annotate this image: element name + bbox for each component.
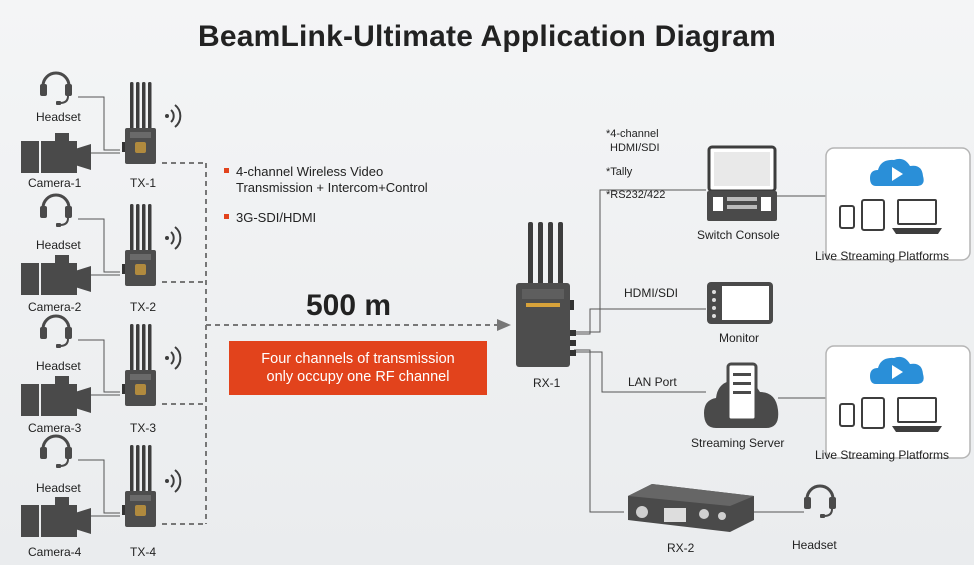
headset-label: Headset bbox=[792, 538, 837, 552]
monitor-label: Monitor bbox=[719, 331, 760, 345]
switch-feature: *4-channel bbox=[606, 128, 659, 140]
camera-icon bbox=[21, 255, 91, 295]
feature-bullet-wireless: 4-channel Wireless Video Transmission + … bbox=[224, 164, 428, 196]
distance-label: 500 m bbox=[306, 289, 392, 322]
rf-channel-callout: Four channels of transmission only occup… bbox=[229, 341, 487, 395]
switch-console-label: Switch Console bbox=[697, 228, 780, 242]
platforms-box-icon bbox=[825, 345, 971, 459]
connection-lines bbox=[78, 96, 826, 517]
headset-icon bbox=[38, 71, 74, 107]
feature-text: 3G-SDI/HDMI bbox=[236, 210, 317, 225]
camera-icon bbox=[21, 133, 91, 173]
wireless-dashed-lines bbox=[162, 162, 500, 525]
headset-label: Headset bbox=[36, 238, 81, 252]
platforms-label: Live Streaming Platforms bbox=[815, 249, 950, 263]
tx-transmitter-icon bbox=[122, 445, 156, 527]
rx1-receiver-icon bbox=[516, 222, 576, 367]
tx-label: TX-2 bbox=[130, 300, 157, 314]
callout-text: Four channels of transmission bbox=[261, 351, 455, 367]
wireless-signal-icon bbox=[164, 346, 182, 370]
diagram-title: BeamLink-Ultimate Application Diagram bbox=[197, 20, 777, 53]
switch-feature: *RS232/422 bbox=[606, 189, 666, 201]
wireless-signal-icon bbox=[164, 226, 182, 250]
streaming-server-icon bbox=[704, 362, 779, 428]
feature-text: Transmission + Intercom+Control bbox=[236, 180, 428, 195]
camera-icon bbox=[21, 497, 91, 537]
monitor-link-label: HDMI/SDI bbox=[624, 286, 678, 300]
feature-bullet-sdi: 3G-SDI/HDMI bbox=[224, 210, 316, 226]
bullet-marker bbox=[224, 168, 229, 174]
headset-label: Headset bbox=[36, 481, 81, 495]
switch-feature: HDMI/SDI bbox=[610, 142, 660, 154]
rx2-label: RX-2 bbox=[667, 541, 695, 555]
camera-icon bbox=[21, 376, 91, 416]
headset-icon bbox=[38, 434, 74, 470]
camera-label: Camera-4 bbox=[28, 545, 82, 559]
headset-label: Headset bbox=[36, 359, 81, 373]
headset-icon bbox=[802, 484, 838, 520]
wireless-signal-icon bbox=[164, 469, 182, 493]
tx-transmitter-icon bbox=[122, 324, 156, 406]
wireless-signal-icon bbox=[164, 104, 182, 128]
bullet-marker bbox=[224, 214, 229, 220]
tx-label: TX-4 bbox=[130, 545, 157, 559]
platforms-box-icon bbox=[825, 147, 971, 261]
feature-text: 4-channel Wireless Video bbox=[236, 164, 384, 179]
switch-feature: *Tally bbox=[606, 166, 633, 178]
wireless-arrowhead bbox=[497, 319, 511, 331]
platforms-label: Live Streaming Platforms bbox=[815, 448, 950, 462]
rx1-label: RX-1 bbox=[533, 376, 561, 390]
tx-transmitter-icon bbox=[122, 204, 156, 286]
switch-console-icon bbox=[707, 145, 777, 221]
tx-transmitter-icon bbox=[122, 82, 156, 164]
headset-label: Headset bbox=[36, 110, 81, 124]
headset-icon bbox=[38, 193, 74, 229]
lan-link-label: LAN Port bbox=[628, 375, 677, 389]
tx-label: TX-3 bbox=[130, 421, 157, 435]
streaming-server-label: Streaming Server bbox=[691, 436, 785, 450]
headset-icon bbox=[38, 314, 74, 350]
camera-label: Camera-2 bbox=[28, 300, 82, 314]
rx2-receiver-icon bbox=[628, 484, 754, 532]
camera-label: Camera-1 bbox=[28, 176, 82, 190]
monitor-icon bbox=[707, 282, 773, 324]
callout-text: only occupy one RF channel bbox=[266, 369, 450, 385]
camera-label: Camera-3 bbox=[28, 421, 82, 435]
tx-label: TX-1 bbox=[130, 176, 157, 190]
